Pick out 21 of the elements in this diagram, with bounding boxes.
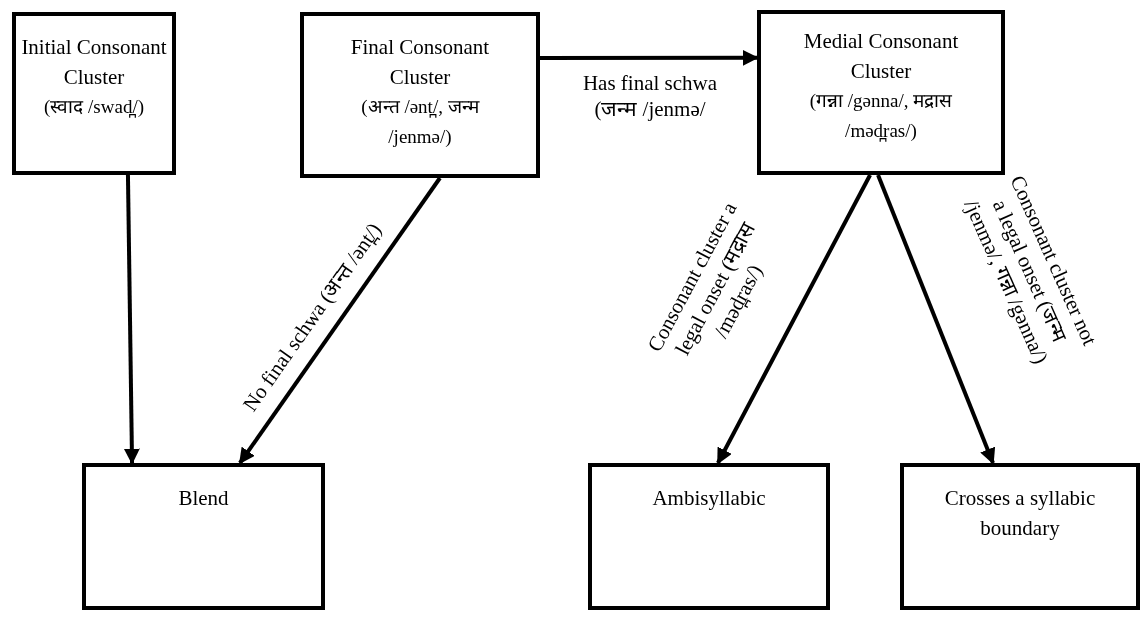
- process-box: [757, 10, 1005, 175]
- arrow: [238, 176, 442, 465]
- edge-label: Has final schwa (जन्म /jenmə/: [581, 70, 719, 122]
- process-box: [300, 12, 540, 178]
- box-title: Ambisyllabic: [652, 485, 766, 512]
- example-text: (स्वाद /swad̪/): [44, 95, 144, 120]
- box-title: Blend: [178, 485, 229, 512]
- arrow: [540, 49, 759, 66]
- box-title: Medial Consonant Cluster: [802, 28, 960, 85]
- process-box: [588, 463, 830, 610]
- arrow: [876, 174, 996, 465]
- example-text: (अन्त /ənt̪/, जन्म /jenmə/): [360, 95, 481, 149]
- arrow: [716, 174, 872, 465]
- process-box: [12, 12, 176, 175]
- process-box: [900, 463, 1140, 610]
- box-title: Crosses a syllabic boundary: [943, 485, 1097, 542]
- arrow: [123, 174, 140, 465]
- example-text: (गन्ना /gənna/, मद्रास /məd̪ras/): [808, 89, 954, 144]
- box-title: Initial Consonant Cluster: [20, 34, 168, 91]
- box-title: Final Consonant Cluster: [349, 34, 491, 91]
- process-box: [82, 463, 325, 610]
